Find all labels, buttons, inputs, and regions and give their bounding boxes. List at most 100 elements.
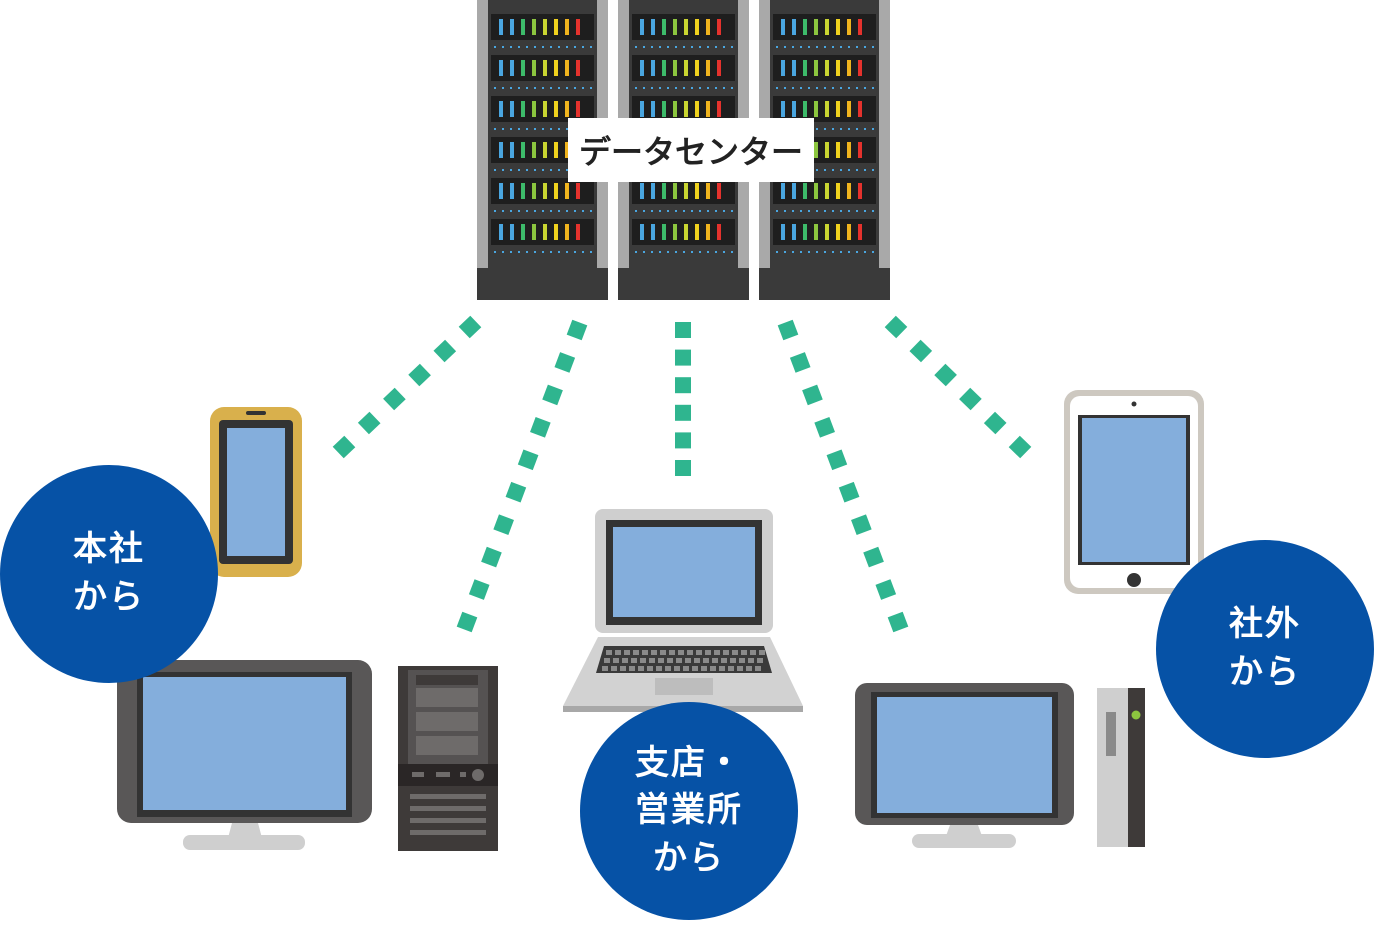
- connector-dot: [875, 579, 897, 600]
- laptop-key: [665, 666, 671, 671]
- laptop-key: [669, 650, 675, 655]
- laptop-key: [658, 658, 664, 663]
- laptop-key: [703, 658, 709, 663]
- laptop-key: [649, 658, 655, 663]
- laptop-key: [723, 650, 729, 655]
- laptop-key: [604, 658, 610, 663]
- connector-dot: [983, 411, 1007, 435]
- laptop-key: [615, 650, 621, 655]
- connector-dot: [675, 460, 691, 476]
- laptop-key: [629, 666, 635, 671]
- tablet-icon: [1064, 390, 1204, 594]
- laptop-key: [631, 658, 637, 663]
- laptop-key: [687, 650, 693, 655]
- branch-label-line2: 営業所: [635, 790, 743, 831]
- connector-dot: [675, 322, 691, 338]
- laptop-key: [732, 650, 738, 655]
- connector-dot: [566, 319, 588, 341]
- laptop-icon: [563, 509, 803, 712]
- connector-dot: [433, 339, 457, 363]
- laptop-key: [696, 650, 702, 655]
- laptop-key: [710, 666, 716, 671]
- connector-dot: [383, 387, 406, 411]
- connector-dot: [675, 349, 691, 366]
- connector-dot: [675, 377, 691, 394]
- laptop-key: [719, 666, 725, 671]
- connector-dot: [530, 417, 551, 438]
- connector-dot: [481, 546, 502, 568]
- connector-dot: [814, 417, 835, 438]
- desktop-monitor-icon: [855, 683, 1074, 848]
- laptop-key: [748, 658, 754, 663]
- outside-label-line2: から: [1229, 652, 1301, 692]
- connector-dot: [826, 449, 848, 471]
- laptop-key: [730, 658, 736, 663]
- head-office-circle: 本社 から: [0, 465, 218, 683]
- laptop-key: [611, 666, 617, 671]
- connector-dot: [357, 411, 381, 435]
- connector-dot: [408, 363, 431, 387]
- outside-circle: 社外 から: [1156, 540, 1374, 758]
- laptop-key: [694, 658, 700, 663]
- laptop-key: [667, 658, 673, 663]
- connector-dot: [884, 315, 908, 339]
- connector-dot: [675, 432, 691, 449]
- laptop-key: [676, 658, 682, 663]
- connectors: [332, 315, 1032, 633]
- laptop-key: [755, 666, 761, 671]
- connector-dot: [458, 315, 482, 339]
- connector-dot: [493, 514, 514, 535]
- laptop-key: [624, 650, 630, 655]
- smartphone-icon: [210, 407, 302, 577]
- laptop-key: [741, 650, 747, 655]
- laptop-key: [647, 666, 653, 671]
- laptop-key: [757, 658, 763, 663]
- laptop-key: [642, 650, 648, 655]
- connector-dot: [554, 352, 576, 373]
- connector-dot: [505, 481, 527, 503]
- connector-dot: [517, 449, 539, 471]
- connector-dot: [777, 319, 799, 341]
- laptop-key: [620, 666, 626, 671]
- laptop-key: [638, 666, 644, 671]
- connector-dot: [838, 481, 860, 503]
- branch-label-line1: 支店・: [635, 742, 743, 783]
- datacenter-label: データセンター: [568, 118, 814, 182]
- tower-pc-icon: [398, 666, 498, 851]
- laptop-key: [602, 666, 608, 671]
- laptop-key: [701, 666, 707, 671]
- connector-dot: [863, 546, 884, 568]
- connector-dot: [959, 387, 982, 411]
- connector-dot: [851, 514, 872, 535]
- connector-dot: [909, 339, 933, 363]
- outside-label-line1: 社外: [1229, 604, 1301, 645]
- connector-dot: [802, 384, 823, 406]
- desktop-monitor-icon: [117, 660, 372, 850]
- laptop-key: [692, 666, 698, 671]
- laptop-key: [656, 666, 662, 671]
- laptop-key: [712, 658, 718, 663]
- connector-dot: [468, 579, 490, 600]
- laptop-key: [759, 650, 765, 655]
- laptop-key: [678, 650, 684, 655]
- laptop-key: [714, 650, 720, 655]
- connector-dot: [1008, 435, 1032, 459]
- laptop-key: [746, 666, 752, 671]
- laptop-key: [721, 658, 727, 663]
- laptop-key: [651, 650, 657, 655]
- laptop-key: [683, 666, 689, 671]
- laptop-key: [606, 650, 612, 655]
- laptop-key: [633, 650, 639, 655]
- connector-dot: [887, 611, 909, 633]
- connector-dot: [456, 611, 478, 633]
- connector-dot: [542, 384, 563, 406]
- head-office-label-line2: から: [73, 577, 145, 617]
- laptop-key: [685, 658, 691, 663]
- laptop-key: [728, 666, 734, 671]
- laptop-key: [622, 658, 628, 663]
- slim-pc-icon: [1097, 688, 1145, 847]
- laptop-key: [750, 650, 756, 655]
- laptop-key: [705, 650, 711, 655]
